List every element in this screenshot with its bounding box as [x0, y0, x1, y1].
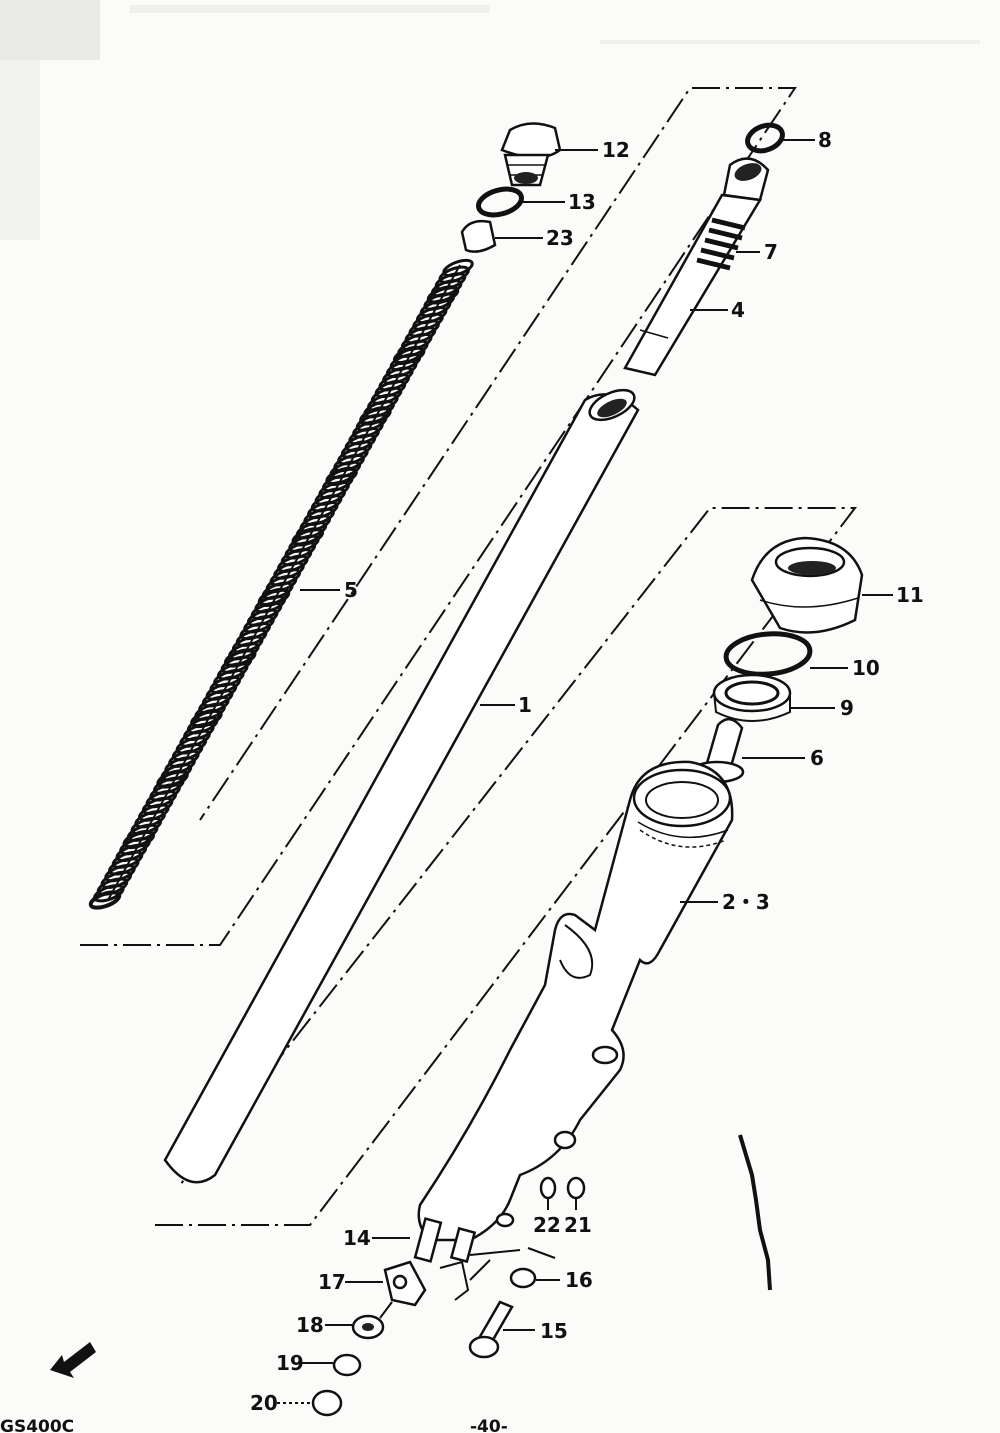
label-7: 7	[764, 240, 778, 264]
label-18: 18	[296, 1313, 324, 1337]
assembly-line-inner-tube	[155, 507, 858, 1226]
nut-20	[311, 1389, 343, 1417]
o-ring-13	[476, 186, 524, 218]
nut-21	[566, 1176, 586, 1200]
label-22: 22	[533, 1213, 561, 1237]
spacer-23	[460, 219, 497, 253]
front-direction-arrow-icon	[50, 1342, 96, 1378]
label-11: 11	[896, 583, 924, 607]
circlip-10	[723, 631, 813, 677]
label-17: 17	[318, 1270, 346, 1294]
label-19: 19	[276, 1351, 304, 1375]
nut-16	[509, 1267, 537, 1289]
label-2-3: 2・3	[722, 890, 770, 914]
label-16: 16	[565, 1268, 593, 1292]
fork-spring	[88, 258, 474, 910]
inner-tube	[163, 388, 640, 1184]
label-5: 5	[344, 578, 358, 602]
leader-lines	[277, 139, 893, 1404]
washer-22	[539, 1176, 557, 1200]
scan-mark	[738, 1134, 772, 1291]
label-6: 6	[810, 746, 824, 770]
label-13: 13	[568, 190, 596, 214]
assembly-line-spring	[80, 87, 797, 946]
label-9: 9	[840, 696, 854, 720]
damper-rod	[623, 157, 770, 377]
axle-holder-17	[383, 1260, 470, 1307]
label-15: 15	[540, 1319, 568, 1343]
washer-19	[332, 1353, 362, 1377]
label-12: 12	[602, 138, 630, 162]
dust-boot	[750, 536, 864, 634]
label-23: 23	[546, 226, 574, 250]
footer-model: GS400C	[0, 1417, 74, 1433]
label-1: 1	[518, 693, 532, 717]
oil-seal-9	[712, 673, 792, 722]
label-4: 4	[731, 298, 745, 322]
o-ring-8	[745, 122, 785, 154]
label-14: 14	[343, 1226, 371, 1250]
cap-bolt	[500, 122, 562, 187]
label-10: 10	[852, 656, 880, 680]
footer-page: -40-	[470, 1417, 508, 1433]
label-20: 20	[250, 1391, 278, 1415]
rebound-spring	[696, 217, 746, 271]
spring-coil	[442, 258, 474, 278]
outer-tube	[413, 760, 734, 1281]
label-21: 21	[564, 1213, 592, 1237]
scan-noise	[0, 0, 980, 240]
bolt-15	[468, 1300, 514, 1359]
label-8: 8	[818, 128, 832, 152]
